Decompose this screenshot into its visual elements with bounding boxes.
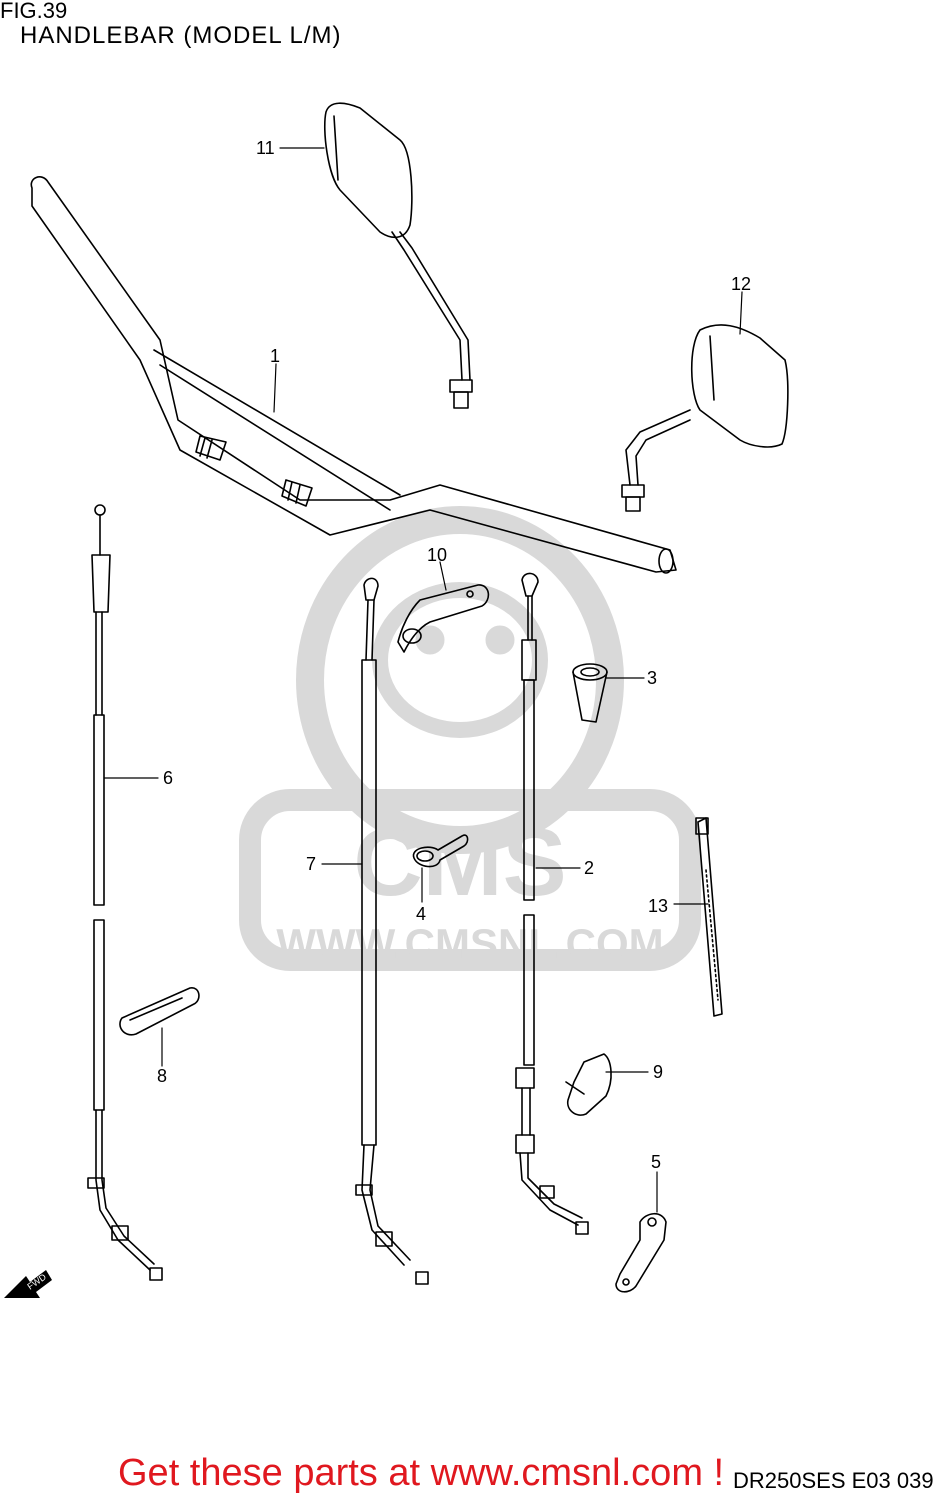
throttle-cable-6 [87,504,163,1281]
leader-lines [103,147,743,1213]
callout-1: 1 [270,346,280,366]
cable-guide-8 [119,987,200,1036]
mirror-right [621,324,789,512]
bracket-5 [615,1212,667,1293]
watermark-url: WWW.CMSNL.COM [276,920,663,967]
cable-tie-13 [695,817,723,1017]
cable-boot-3 [572,663,608,723]
callout-4: 4 [416,904,426,924]
callout-labels: 11 12 1 10 3 6 7 2 4 13 8 9 5 [157,138,751,1172]
cable-clamp-10 [397,584,490,653]
promo-link[interactable]: Get these parts at www.cmsnl.com ! [118,1452,725,1494]
callout-5: 5 [651,1152,661,1172]
cable-guide-9 [565,1053,612,1116]
watermark-logo-text: CMS [353,809,566,916]
cable-clip-4 [412,834,469,868]
callout-10: 10 [427,545,447,565]
fwd-arrow-icon: FWD [4,1270,52,1298]
figure-title: HANDLEBAR (MODEL L/M) [20,22,342,49]
callout-13: 13 [648,896,668,916]
throttle-cable-2 [515,572,589,1235]
watermark-logo: CMS WWW.CMSNL.COM [239,506,701,971]
callout-6: 6 [163,768,173,788]
diagram-code: DR250SES E03 039 [733,1468,934,1493]
clutch-cable-7 [355,577,429,1285]
handlebar [30,176,677,574]
figure-number: FIG.39 [0,0,68,23]
callout-9: 9 [653,1062,663,1082]
callout-12: 12 [731,274,751,294]
callout-3: 3 [647,668,657,688]
callout-7: 7 [306,854,316,874]
callout-8: 8 [157,1066,167,1086]
mirror-left [323,102,473,409]
callout-2: 2 [584,858,594,878]
callout-11: 11 [256,138,275,158]
